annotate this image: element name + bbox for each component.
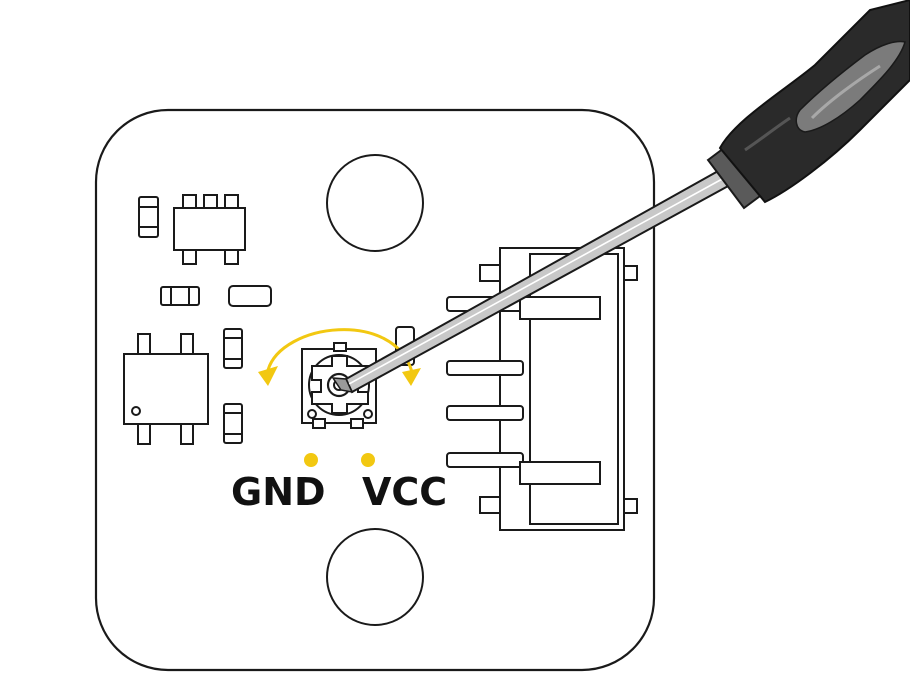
arrowhead-right-icon <box>402 368 421 386</box>
smd-resistor-r4 <box>223 403 243 444</box>
connector-pin <box>446 360 524 376</box>
vcc-pin-dot <box>361 453 375 467</box>
jst-connector <box>446 247 638 531</box>
mounting-hole-bottom <box>326 528 424 626</box>
ic-sop4 <box>123 333 209 445</box>
connector-pin <box>446 405 524 421</box>
trimmer-potentiometer <box>301 342 377 429</box>
gnd-pin-dot <box>304 453 318 467</box>
connector-pin <box>446 452 601 485</box>
vcc-label: VCC <box>362 470 447 514</box>
ic-sot23 <box>173 194 246 265</box>
smd-capacitor-c1 <box>228 285 272 307</box>
arrowhead-left-icon <box>258 366 278 386</box>
smd-resistor-r2 <box>160 286 200 306</box>
mounting-hole-top <box>326 154 424 252</box>
gnd-label: GND <box>231 470 326 514</box>
smd-resistor-r1 <box>138 196 159 238</box>
screwdriver-icon <box>331 0 910 394</box>
smd-resistor-r3 <box>223 328 243 369</box>
